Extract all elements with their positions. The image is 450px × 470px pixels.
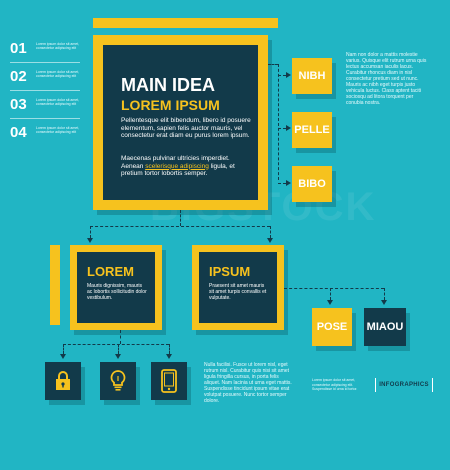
infographics-label: INFOGRAPHICS bbox=[379, 382, 429, 388]
lock-tile bbox=[45, 362, 81, 400]
arrow bbox=[60, 354, 66, 359]
connector bbox=[278, 64, 279, 180]
number-3: 03 bbox=[10, 96, 27, 113]
main-frame-top-bar bbox=[93, 18, 278, 28]
arrow bbox=[286, 125, 291, 131]
footer-text: Lorem ipsum dolor sit amet, consectetur … bbox=[312, 378, 358, 391]
arrow bbox=[286, 72, 291, 78]
infographics-badge: INFOGRAPHICS bbox=[375, 378, 433, 392]
connector bbox=[284, 288, 384, 289]
divider bbox=[10, 90, 80, 91]
arrow bbox=[327, 300, 333, 305]
box-pelle: PELLE bbox=[292, 112, 332, 148]
lightbulb-icon bbox=[110, 370, 126, 391]
number-caption: Lorem ipsum dolor sit amet, consectetur … bbox=[36, 98, 80, 106]
connector bbox=[180, 210, 181, 226]
main-paragraph-2-a: Maecenas pulvinar ultricies imperdiet. A… bbox=[121, 155, 230, 170]
box-pelle-label: PELLE bbox=[294, 124, 330, 136]
arrow bbox=[267, 238, 273, 243]
connector bbox=[330, 288, 331, 300]
lock-icon bbox=[56, 371, 70, 390]
arrow bbox=[87, 238, 93, 243]
numbered-list: 01 Lorem ipsum dolor sit amet, consectet… bbox=[10, 40, 80, 152]
lorem-text: Mauris dignissim, mauris ac lobortis sol… bbox=[87, 283, 147, 301]
connector bbox=[90, 226, 270, 227]
connector bbox=[63, 344, 169, 345]
box-pose-label: POSE bbox=[316, 321, 348, 333]
divider bbox=[10, 118, 80, 119]
lightbulb-tile bbox=[100, 362, 136, 400]
connector bbox=[90, 226, 91, 238]
number-4: 04 bbox=[10, 124, 27, 141]
number-1: 01 bbox=[10, 40, 27, 57]
number-2: 02 bbox=[10, 68, 27, 85]
ipsum-text: Praesent sit amet mauris sit amet turpis… bbox=[209, 283, 267, 301]
ipsum-title: IPSUM bbox=[209, 264, 251, 279]
box-pose: POSE bbox=[312, 308, 352, 346]
connector bbox=[169, 344, 170, 354]
main-subtitle: LOREM IPSUM bbox=[121, 97, 220, 113]
arrow bbox=[166, 354, 172, 359]
lorem-box: LOREM Mauris dignissim, mauris ac lobort… bbox=[77, 252, 155, 323]
arrow bbox=[286, 180, 291, 186]
number-caption: Lorem ipsum dolor sit amet, consectetur … bbox=[36, 70, 80, 78]
connector bbox=[63, 344, 64, 354]
main-highlight: scelerisque adipiscing bbox=[145, 162, 209, 170]
box-miaou-label: MIAOU bbox=[366, 321, 404, 333]
connector bbox=[384, 288, 385, 300]
ipsum-box: IPSUM Praesent sit amet mauris sit amet … bbox=[199, 252, 277, 323]
main-title: MAIN IDEA bbox=[121, 75, 215, 95]
lorem-side-bar bbox=[50, 245, 60, 325]
connector bbox=[118, 344, 119, 354]
connector bbox=[278, 183, 286, 184]
divider bbox=[10, 62, 80, 63]
box-bibo: BIBO bbox=[292, 166, 332, 202]
box-bibo-label: BIBO bbox=[298, 178, 326, 190]
main-paragraph-2: Maecenas pulvinar ultricies imperdiet. A… bbox=[121, 155, 251, 178]
main-idea-box: MAIN IDEA LOREM IPSUM Pellentesque elit … bbox=[103, 45, 258, 200]
number-caption: Lorem ipsum dolor sit amet, consectetur … bbox=[36, 42, 80, 50]
connector bbox=[278, 128, 286, 129]
connector bbox=[268, 64, 278, 65]
bottom-paragraph: Nulla facilisi. Fusce ut lorem nisl, ege… bbox=[204, 362, 292, 404]
lorem-title: LOREM bbox=[87, 264, 134, 279]
arrow bbox=[381, 300, 387, 305]
right-paragraph: Nam non dolor a mattis molestie varius. … bbox=[346, 52, 427, 106]
box-nibh: NIBH bbox=[292, 58, 332, 94]
connector bbox=[278, 75, 286, 76]
tablet-tile bbox=[151, 362, 187, 400]
connector bbox=[270, 226, 271, 238]
arrow bbox=[115, 354, 121, 359]
number-caption: Lorem ipsum dolor sit amet, consectetur … bbox=[36, 126, 80, 134]
box-nibh-label: NIBH bbox=[298, 70, 326, 82]
box-miaou: MIAOU bbox=[364, 308, 406, 346]
main-paragraph-1: Pellentesque elit bibendum, libero id po… bbox=[121, 117, 251, 139]
connector bbox=[120, 330, 121, 344]
main-paragraph-2-b: ligula, et pretium tortor lobortis sempe… bbox=[121, 162, 235, 178]
tablet-icon bbox=[161, 369, 177, 393]
